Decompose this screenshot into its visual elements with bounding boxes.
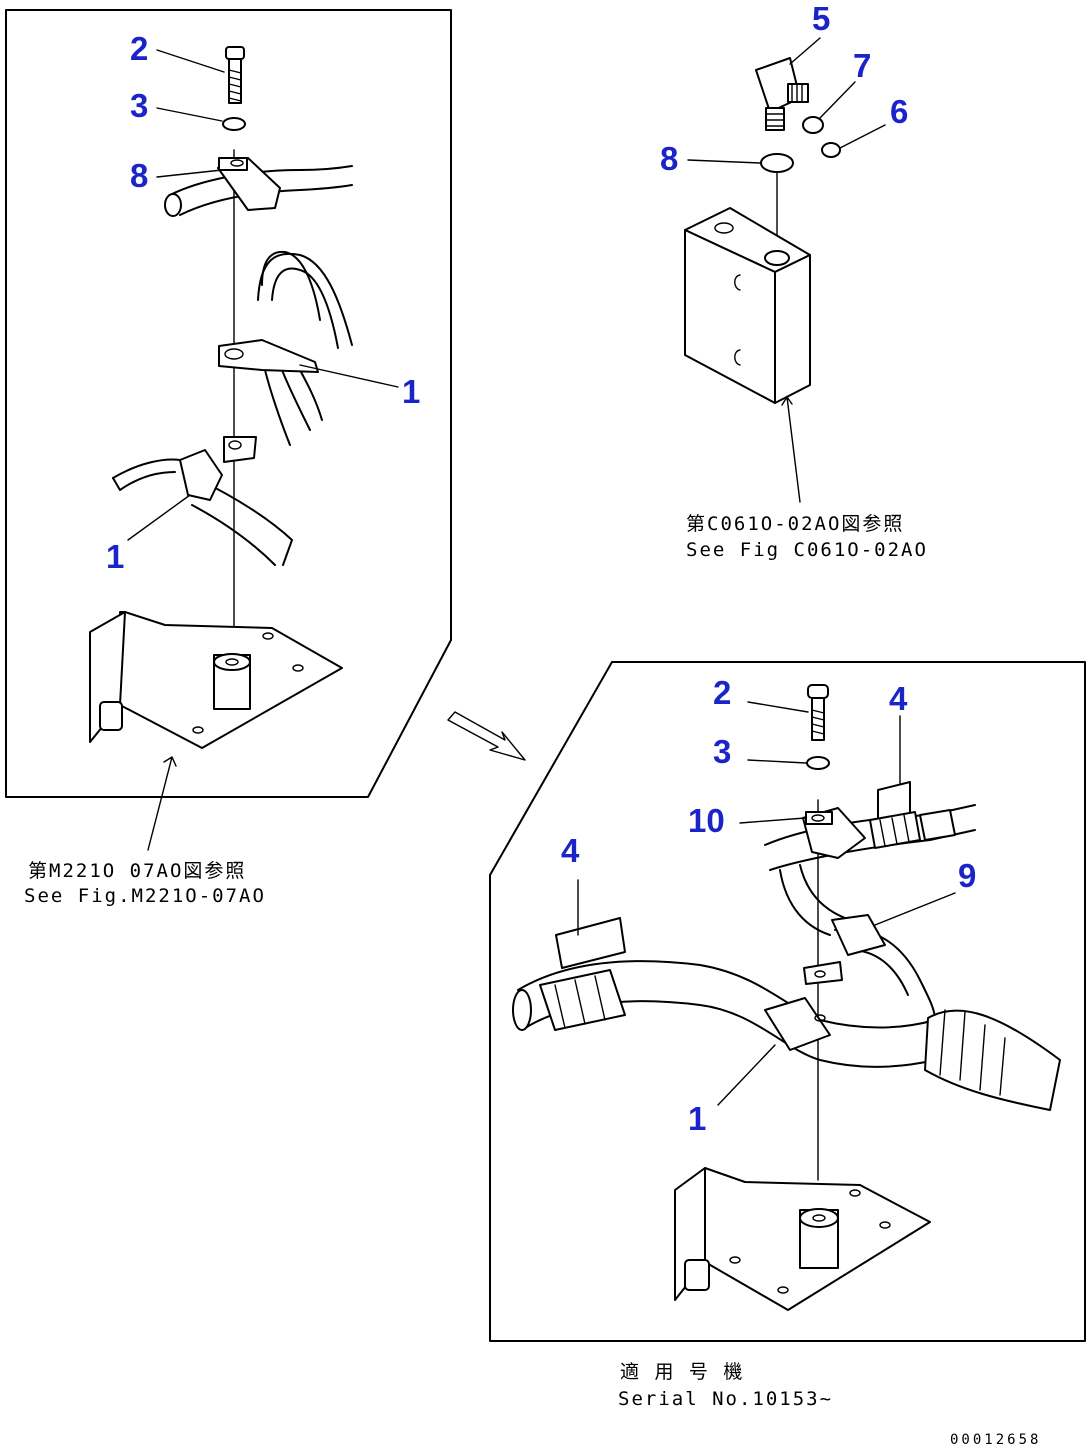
lower-hose bbox=[512, 960, 1061, 1111]
valve-ref-arrow bbox=[781, 396, 801, 503]
left-bracket bbox=[89, 611, 343, 749]
callout-8: 8 bbox=[660, 140, 678, 177]
callout-8: 8 bbox=[130, 157, 148, 194]
callout-4: 4 bbox=[889, 680, 908, 717]
right-bracket bbox=[674, 1167, 931, 1311]
left-ref-arrow bbox=[147, 756, 177, 851]
o-ring bbox=[760, 153, 794, 173]
callout-2: 2 bbox=[713, 674, 731, 711]
plug bbox=[821, 142, 841, 158]
left-top-hose bbox=[164, 157, 353, 217]
upper-hose bbox=[764, 804, 976, 1021]
right-bolt bbox=[807, 684, 829, 741]
document-number: 00012658 bbox=[950, 1432, 1041, 1448]
reference-note-jp: 第M221O 07AO図参照 bbox=[28, 860, 246, 882]
right-washer bbox=[806, 756, 830, 770]
left-bolt bbox=[225, 46, 245, 104]
reference-note-en: See Fig C061O-02AO bbox=[686, 539, 928, 561]
hose-tag bbox=[555, 917, 626, 969]
callout-2: 2 bbox=[130, 30, 148, 67]
right-panel-frame bbox=[489, 661, 1086, 1342]
reference-note-jp: 第C061O-02AO図参照 bbox=[686, 513, 904, 535]
transition-arrow bbox=[447, 711, 526, 761]
left-middle-hose-bundle bbox=[218, 250, 353, 446]
left-assembly: 2 3 8 1 1 第M221O 07AO図参照 See Fig.M221O-0… bbox=[5, 9, 452, 907]
valve-block bbox=[684, 207, 811, 404]
callout-6: 6 bbox=[890, 93, 908, 130]
callout-1: 1 bbox=[688, 1100, 706, 1137]
left-lower-hose bbox=[112, 436, 293, 566]
callout-1: 1 bbox=[402, 373, 420, 410]
callout-3: 3 bbox=[713, 733, 731, 770]
callout-1: 1 bbox=[106, 538, 124, 575]
callout-3: 3 bbox=[130, 87, 148, 124]
serial-note-en: Serial No.10153~ bbox=[618, 1388, 833, 1410]
serial-note-jp: 適 用 号 機 bbox=[620, 1361, 744, 1383]
right-assembly: 2 3 4 10 9 4 1 適 用 号 機 Serial No.10153~ bbox=[489, 661, 1086, 1410]
left-washer bbox=[222, 117, 246, 131]
elbow-fitting bbox=[755, 57, 809, 131]
callout-7: 7 bbox=[853, 47, 871, 84]
callout-10: 10 bbox=[688, 802, 725, 839]
valve-block-assembly: 5 7 6 8 第C061O-02AO図参照 See Fig C061O-02A… bbox=[660, 0, 928, 561]
reference-note-en: See Fig.M221O-07AO bbox=[24, 885, 266, 907]
callout-4: 4 bbox=[561, 832, 580, 869]
callout-5: 5 bbox=[812, 0, 830, 37]
callout-9: 9 bbox=[958, 857, 976, 894]
o-ring bbox=[802, 116, 824, 134]
left-panel-frame bbox=[5, 9, 452, 798]
